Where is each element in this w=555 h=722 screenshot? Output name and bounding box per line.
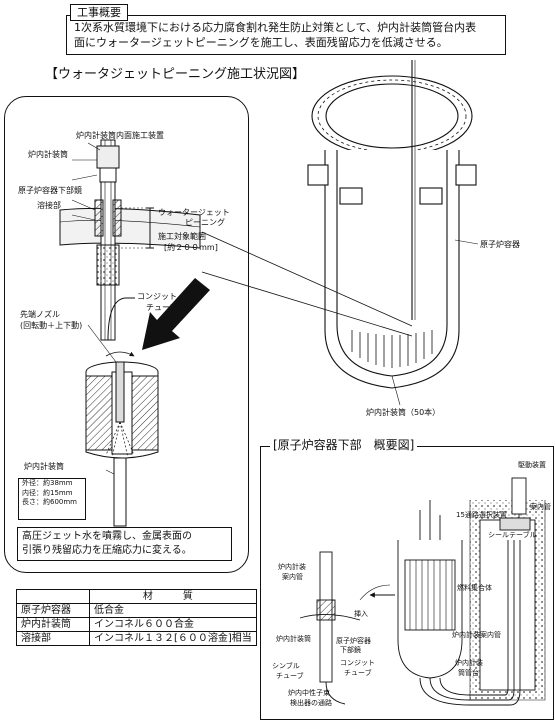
label-instrument-tubes-count: 炉内計装筒（50本）: [366, 408, 441, 417]
label-drive: 駆動装置: [518, 461, 546, 469]
label-inst-guide-b: 案内管: [282, 573, 303, 581]
materials-table: 材 質 原子炉容器 低合金 炉内計装筒 インコネル６００合金 溶接部 インコネル…: [16, 589, 257, 646]
label-fuel: 燃料集合体: [457, 584, 492, 592]
label-conduit-b: チューブ: [344, 669, 372, 677]
label-vessel-bottom: 原子炉容器下部鏡: [18, 186, 82, 195]
callout-line-2: 引張り残留応力を圧縮応力に変える。: [22, 545, 192, 556]
label-thimble-b: チューブ: [276, 672, 304, 680]
overview-text: 1次系水質環境下における応力腐食割れ発生防止対策として、炉内計装筒管台内表 面に…: [74, 20, 504, 50]
materials-header-row: 材 質: [16, 589, 257, 604]
label-weld: 溶接部: [37, 201, 61, 210]
label-wjp-1: ウォータージェット: [158, 208, 230, 217]
reactor-vessel-drawing: [201, 60, 479, 406]
overview-line-1: 1次系水質環境下における応力腐食割れ発生防止対策として、炉内計装筒管台内表: [74, 21, 477, 34]
label-guide-tube: 炉内計装案内管: [452, 631, 501, 639]
detail-panel: [4, 96, 249, 573]
dim-outer: 外径：約38mm: [22, 479, 73, 487]
materials-material: インコネル１３２[６００溶金]相当: [89, 631, 257, 646]
materials-part: 炉内計装筒: [16, 617, 90, 632]
materials-material: 低合金: [89, 603, 257, 618]
label-instrument-tube: 炉内計装筒: [28, 150, 68, 159]
label-nozzle-1: 先端ノズル: [20, 310, 60, 319]
dim-length: 長さ：約600mm: [22, 498, 77, 507]
overview-line-2: 面にウォータージェットピーニングを施工し、表面残留応力を低減させる。: [74, 36, 448, 49]
detail-upper-drawing: [59, 139, 201, 341]
label-conduit-2: チューブ: [146, 303, 178, 312]
dim-inner: 内径：約15mm: [22, 488, 73, 497]
overview-tag: 工事概要: [70, 4, 128, 21]
label-thimble-a: シンブル: [272, 662, 300, 670]
table-row: 原子炉容器 低合金: [16, 603, 257, 618]
label-guide: 案内管: [530, 503, 551, 511]
overview-box: [66, 15, 506, 55]
label-inst-guide-a: 炉内計装: [278, 563, 306, 571]
lower-panel: [260, 446, 554, 720]
label-range-1: 施工対象範囲: [158, 232, 206, 241]
label-path-b: 検出器の通路: [290, 699, 332, 707]
label-range-2: [約２００mm]: [164, 243, 218, 252]
label-inst-tube: 炉内計装筒: [276, 635, 311, 643]
label-wjp-2: ピーニング: [185, 218, 225, 227]
materials-part: 原子炉容器: [16, 603, 90, 618]
detail-lower-drawing: [85, 324, 159, 527]
label-path-a: 炉内中性子束: [288, 689, 330, 697]
main-title: 【ウォータジェットピーニング施工状況図】: [45, 67, 306, 82]
lower-panel-drawing: [299, 477, 546, 706]
lower-panel-title: [原子炉容器下部 概要図]: [270, 438, 418, 453]
zoom-arrow: [142, 278, 210, 350]
materials-part: 溶接部: [16, 631, 90, 646]
label-insert: 挿入: [354, 610, 368, 618]
label-bottom-b: 下部鏡: [340, 646, 361, 654]
materials-header-part: [16, 589, 90, 604]
callout-line-1: 高圧ジェット水を噴霧し、金属表面の: [22, 531, 192, 542]
table-row: 溶接部 インコネル１３２[６００溶金]相当: [16, 631, 257, 646]
label-nozzle-a: 炉内計装: [455, 659, 483, 667]
wjp-callout: 高圧ジェット水を噴霧し、金属表面の 引張り残留応力を圧縮応力に変える。: [17, 527, 232, 561]
label-selector: 15通路選択装置: [456, 511, 507, 519]
label-nozzle-2: (回転動＋上下動): [20, 321, 83, 330]
materials-header-material: 材 質: [89, 589, 257, 604]
label-tube-bottom: 炉内計装筒: [24, 462, 64, 471]
table-row: 炉内計装筒 インコネル６００合金: [16, 617, 257, 632]
label-seal-table: シールテーブル: [488, 531, 537, 539]
dimensions-box: 外径：約38mm 内径：約15mm 長さ：約600mm: [18, 478, 86, 520]
label-equipment: 炉内計装筒内面施工装置: [76, 131, 164, 140]
label-nozzle-b: 筒管台: [458, 669, 479, 677]
label-bottom-a: 原子炉容器: [336, 637, 371, 645]
materials-material: インコネル６００合金: [89, 617, 257, 632]
label-reactor-vessel: 原子炉容器: [480, 240, 520, 249]
label-conduit-a: コンジット: [340, 659, 375, 667]
label-conduit-1: コンジット: [137, 292, 177, 301]
